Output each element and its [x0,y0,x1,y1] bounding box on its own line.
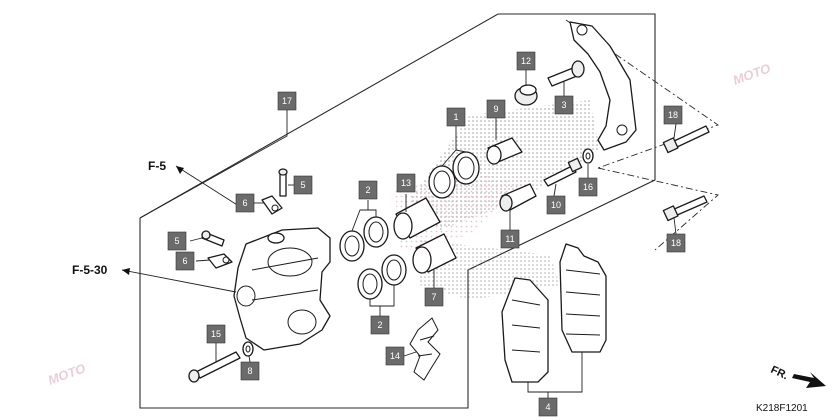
svg-text:5: 5 [300,180,305,190]
piston-upper[interactable] [393,197,441,240]
bolt-washer[interactable] [242,341,254,357]
callout-1[interactable]: 1 [446,107,466,127]
bracket-bolt-frame [565,19,719,169]
svg-text:6: 6 [182,256,187,266]
svg-text:11: 11 [505,234,514,244]
svg-text:7: 7 [431,292,436,302]
callout-11[interactable]: 11 [500,229,520,249]
piston-seals-upper[interactable] [428,151,480,199]
caliper-bracket[interactable] [569,21,637,151]
watermark-top-right: MOTO [731,60,773,87]
diagram-code: K218F1201 [756,403,808,414]
bleeder-screw-lower[interactable] [201,230,225,247]
svg-text:13: 13 [401,178,411,188]
callout-6-lower[interactable]: 6 [175,251,195,271]
callout-18-upper[interactable]: 18 [663,105,683,125]
piston-seals-lower[interactable] [357,254,407,300]
caliper-body[interactable] [233,227,331,351]
callout-14[interactable]: 14 [385,346,405,366]
pin-bushing[interactable] [486,137,523,165]
callout-7[interactable]: 7 [424,287,444,307]
ref-f5: F-5 [148,159,243,209]
svg-text:3: 3 [561,100,566,110]
bleeder-cap-upper[interactable] [261,195,283,215]
pin-washer[interactable] [582,148,594,164]
callout-17[interactable]: 17 [277,91,297,111]
bracket-bolt-frame-lower [597,167,719,251]
callout-2-upper[interactable]: 2 [358,180,378,200]
callout-2-lower[interactable]: 2 [370,315,390,335]
svg-text:8: 8 [247,366,252,376]
svg-text:5: 5 [174,236,179,246]
callout-15[interactable]: 15 [206,324,226,344]
leader-lines [139,70,677,398]
pad-spring[interactable] [409,317,441,381]
ref-f530: F-5-30 [72,263,237,293]
svg-text:15: 15 [211,329,221,339]
svg-text:10: 10 [551,200,561,210]
pin-boot[interactable] [514,84,538,106]
svg-text:9: 9 [493,104,498,114]
svg-text:4: 4 [545,402,550,412]
bracket-bolt-lower[interactable] [662,195,708,222]
svg-text:2: 2 [377,320,382,330]
slide-pin[interactable] [547,60,585,87]
svg-text:FR.: FR. [769,364,790,382]
watermark-bottom-left: MOTO [46,360,88,387]
caliper-bolt[interactable] [188,351,241,383]
svg-text:18: 18 [668,110,678,120]
svg-text:2: 2 [365,185,370,195]
bracket-bolt-upper[interactable] [662,125,710,154]
callout-4[interactable]: 4 [538,397,558,417]
callout-6-upper[interactable]: 6 [235,193,255,213]
callout-3[interactable]: 3 [554,95,574,115]
callout-13[interactable]: 13 [396,173,416,193]
callout-16[interactable]: 16 [578,177,598,197]
svg-text:12: 12 [521,56,531,66]
bracket-pin[interactable] [499,183,537,212]
callout-5-lower[interactable]: 5 [167,231,187,251]
svg-text:17: 17 [282,96,292,106]
svg-text:6: 6 [242,198,247,208]
svg-text:14: 14 [390,351,400,361]
callout-10[interactable]: 10 [546,195,566,215]
brake-pad-set[interactable] [501,243,607,383]
front-direction-indicator: FR. [769,364,826,388]
svg-text:1: 1 [453,112,458,122]
callout-8[interactable]: 8 [240,361,260,381]
piston-seals-left[interactable] [339,216,389,262]
svg-text:16: 16 [583,182,593,192]
pin-bolt[interactable] [543,157,583,187]
bleeder-screw-upper[interactable] [278,168,288,197]
callout-9[interactable]: 9 [486,99,506,119]
svg-text:F-5-30: F-5-30 [72,263,108,277]
assembly-frame [139,13,656,409]
bleeder-cap-lower[interactable] [207,253,233,269]
svg-text:MOTO: MOTO [731,60,773,87]
svg-text:F-5: F-5 [148,159,166,173]
svg-text:MOTO: MOTO [46,360,88,387]
callout-5-upper[interactable]: 5 [293,175,313,195]
svg-text:18: 18 [671,238,681,248]
callout-12[interactable]: 12 [516,51,536,71]
piston-lower[interactable] [412,233,457,274]
front-arrow-icon [792,372,826,388]
callout-18-lower[interactable]: 18 [666,233,686,253]
